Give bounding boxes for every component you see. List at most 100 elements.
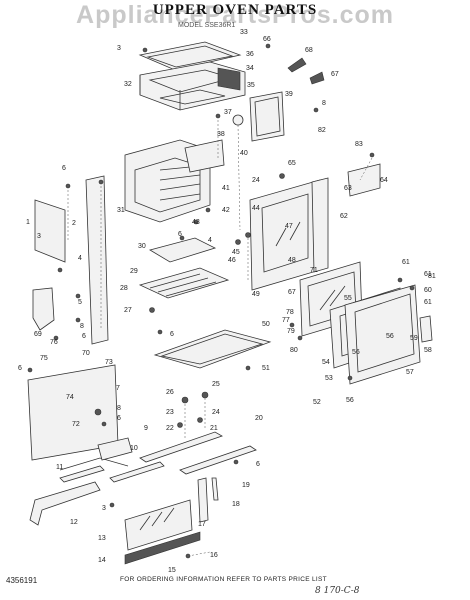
callout-16: 16 [210,552,218,559]
callout-8b: 8 [80,323,84,330]
model-number: MODEL SSE36R1 [178,22,236,29]
callout-83: 83 [355,141,363,148]
callout-66: 66 [263,36,271,43]
ordering-instruction: FOR ORDERING INFORMATION REFER TO PARTS … [120,576,327,583]
callout-65: 65 [288,160,296,167]
callout-70: 70 [82,350,90,357]
callout-39: 39 [285,91,293,98]
callout-52: 52 [313,399,321,406]
callout-4b: 4 [78,255,82,262]
callout-59: 59 [410,335,418,342]
callout-50: 50 [262,321,270,328]
callout-72: 72 [72,421,80,428]
callout-6c: 6 [170,331,174,338]
callout-3: 3 [117,45,121,52]
callout-labels: 3 33 32 36 34 35 37 38 39 40 66 68 67 8 … [18,29,436,574]
document-part-number: 4356191 [6,576,38,585]
window-seal [232,91,285,142]
callout-43: 43 [192,219,200,226]
diagram-title: UPPER OVEN PARTS [152,2,318,18]
callout-62: 62 [340,213,348,220]
callout-78: 78 [286,309,294,316]
door-glass-panes [289,261,433,385]
callout-31: 31 [117,207,125,214]
broil-pan-assembly [138,237,230,313]
callout-55: 55 [344,295,352,302]
lower-vent-glass [124,477,219,565]
callout-82: 82 [318,127,326,134]
callout-12: 12 [70,519,78,526]
callout-6f: 6 [117,415,121,422]
oven-door-frame [235,163,381,291]
element-housing [124,139,225,223]
callout-3c: 3 [102,505,106,512]
callout-42: 42 [222,207,230,214]
callout-81: 81 [428,273,436,280]
callout-57: 57 [406,369,414,376]
callout-80: 80 [290,347,298,354]
screws-fasteners [27,47,375,559]
callout-61a: 61 [402,259,410,266]
callout-4a: 4 [208,237,212,244]
callout-8a: 8 [322,100,326,107]
callout-3b: 3 [37,233,41,240]
side-panels [34,175,109,345]
callout-40: 40 [240,150,248,157]
callout-45: 45 [232,249,240,256]
callout-10: 10 [130,445,138,452]
bake-element-wiring [29,437,133,526]
vent-hood-assembly [138,41,246,111]
callout-2: 2 [72,220,76,227]
callout-28: 28 [120,285,128,292]
callout-51: 51 [262,365,270,372]
callout-19: 19 [242,482,250,489]
callout-21: 21 [210,425,218,432]
callout-68: 68 [305,47,313,54]
callout-34: 34 [246,65,254,72]
callout-36: 36 [246,51,254,58]
callout-47: 47 [285,223,293,230]
callout-75: 75 [40,355,48,362]
callout-74: 74 [66,394,74,401]
callout-22: 22 [166,425,174,432]
callout-23: 23 [166,409,174,416]
callout-71: 71 [310,267,318,274]
callout-63: 63 [344,185,352,192]
callout-6b: 6 [178,231,182,238]
callout-48: 48 [288,257,296,264]
callout-29: 29 [130,268,138,275]
callout-6e: 6 [18,365,22,372]
callout-25: 25 [212,381,220,388]
callout-56a: 56 [352,349,360,356]
callout-5: 5 [78,299,82,306]
leader-lines [67,120,373,557]
callout-13: 13 [98,535,106,542]
callout-58: 58 [424,347,432,354]
callout-33: 33 [240,29,248,36]
callout-24: 24 [252,177,260,184]
callout-69: 69 [34,331,42,338]
callout-61b: 61 [424,271,432,278]
callout-54: 54 [322,359,330,366]
callout-37: 37 [224,109,232,116]
callout-6a: 6 [62,165,66,172]
watermark-text: AppliancePartsPros.com [76,1,394,29]
callout-18: 18 [232,501,240,508]
callout-60: 60 [424,287,432,294]
callout-67: 67 [331,71,339,78]
callout-61c: 61 [424,299,432,306]
callout-17: 17 [198,521,206,528]
callout-64: 64 [380,177,388,184]
callout-26: 26 [166,389,174,396]
callout-46: 46 [228,257,236,264]
callout-6g: 6 [256,461,260,468]
hinge-hardware [177,391,209,428]
lower-bracket [32,287,81,331]
handwritten-note: 8 170-C-8 [315,586,360,596]
door-handle-hardware [265,43,325,179]
callout-8c: 8 [117,405,121,412]
callout-56c: 56 [386,333,394,340]
callout-41: 41 [222,185,230,192]
